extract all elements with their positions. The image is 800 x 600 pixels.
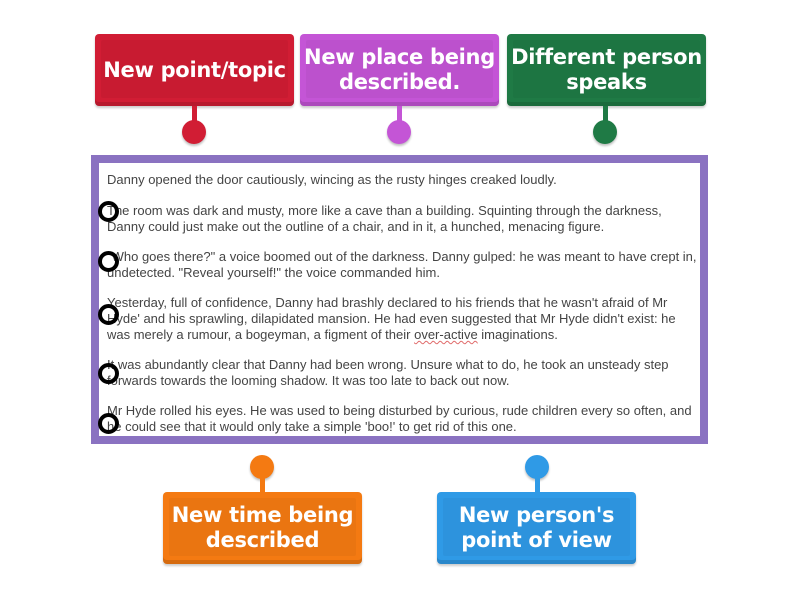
- connector: [192, 106, 197, 122]
- pin-dot[interactable]: [250, 455, 274, 479]
- label-text: Different person speaks: [511, 45, 702, 94]
- label-text: New point/topic: [103, 57, 286, 82]
- label-new-person-pov[interactable]: New person's point of view: [437, 492, 636, 564]
- drop-target-5[interactable]: [98, 413, 119, 434]
- pin-dot[interactable]: [387, 120, 411, 144]
- connector: [260, 477, 265, 493]
- connector: [397, 106, 402, 122]
- connector: [535, 477, 540, 493]
- connector: [603, 106, 608, 122]
- paragraph-3: "Who goes there?" a voice boomed out of …: [107, 249, 697, 280]
- paragraph-2: The room was dark and musty, more like a…: [107, 203, 662, 234]
- label-text: New time being described: [171, 503, 354, 552]
- paragraph-5: It was abundantly clear that Danny had b…: [107, 357, 669, 388]
- spellcheck-word: over-active: [414, 327, 478, 342]
- pin-dot[interactable]: [182, 120, 206, 144]
- passage-frame: Danny opened the door cautiously, wincin…: [91, 155, 708, 444]
- text: imaginations.: [477, 327, 558, 342]
- label-text: New place being described.: [304, 45, 495, 94]
- drop-target-1[interactable]: [98, 201, 119, 222]
- pin-dot[interactable]: [525, 455, 549, 479]
- pin-dot[interactable]: [593, 120, 617, 144]
- label-new-time[interactable]: New time being described: [163, 492, 362, 564]
- text: Yesterday, full of confidence, Danny had…: [107, 295, 676, 342]
- paragraph-4: Yesterday, full of confidence, Danny had…: [107, 295, 700, 343]
- paragraph-1: Danny opened the door cautiously, wincin…: [107, 172, 557, 187]
- passage-image: Danny opened the door cautiously, wincin…: [99, 163, 700, 436]
- label-new-place[interactable]: New place being described.: [300, 34, 499, 106]
- drop-target-3[interactable]: [98, 304, 119, 325]
- label-text: New person's point of view: [458, 503, 615, 552]
- drop-target-2[interactable]: [98, 251, 119, 272]
- drop-target-4[interactable]: [98, 363, 119, 384]
- label-different-person-speaks[interactable]: Different person speaks: [507, 34, 706, 106]
- paragraph-6: Mr Hyde rolled his eyes. He was used to …: [107, 403, 692, 434]
- label-new-point-topic[interactable]: New point/topic: [95, 34, 294, 106]
